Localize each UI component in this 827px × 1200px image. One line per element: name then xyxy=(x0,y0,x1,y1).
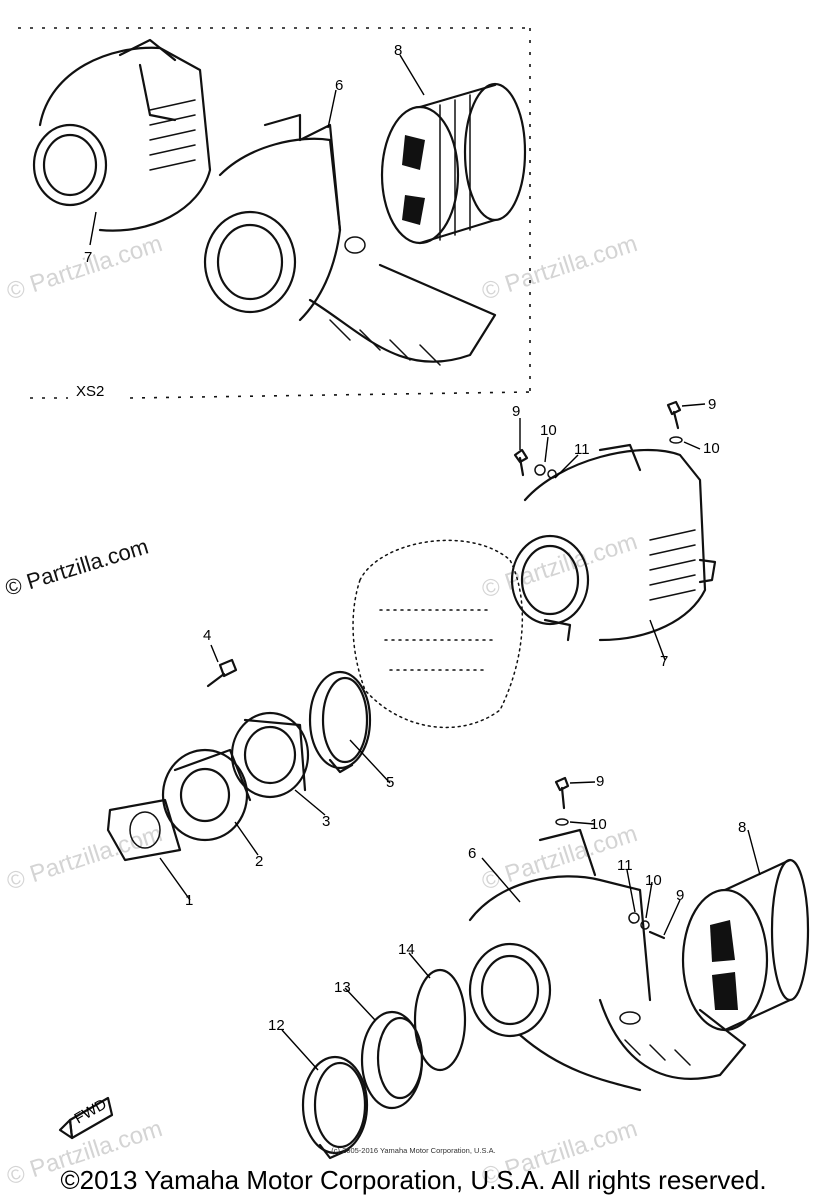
callout-3: 3 xyxy=(322,813,330,830)
air-cleaner-housing-main xyxy=(468,828,747,1092)
air-filter-element-main xyxy=(681,858,810,1032)
callout-8-bottom: 8 xyxy=(738,819,746,836)
gasket-1 xyxy=(106,798,182,862)
carburetor-outline xyxy=(352,539,524,729)
callout-6-bottom: 6 xyxy=(468,845,476,862)
o-ring-14 xyxy=(413,968,467,1072)
variant-label: XS2 xyxy=(76,383,104,400)
callout-9-d: 9 xyxy=(676,887,684,904)
bolt-4 xyxy=(206,658,238,688)
callout-10-d: 10 xyxy=(645,872,662,889)
callout-7-top: 7 xyxy=(84,249,92,266)
bolts-lower xyxy=(554,776,666,940)
callout-9-c: 9 xyxy=(596,773,604,790)
spacer-2 xyxy=(161,748,252,842)
joint-13 xyxy=(360,1010,424,1110)
watermark: © Partzilla.com xyxy=(479,528,641,604)
callout-1: 1 xyxy=(185,892,193,909)
callout-10-a: 10 xyxy=(540,422,557,439)
callout-7-mid: 7 xyxy=(660,653,668,670)
xs2-inset-border xyxy=(18,27,531,399)
air-cleaner-case-top xyxy=(32,38,212,232)
watermark-group: © Partzilla.com © Partzilla.com © Partzi… xyxy=(2,230,641,1191)
callout-2: 2 xyxy=(255,853,263,870)
air-cleaner-housing-top xyxy=(203,113,497,366)
clamp-12 xyxy=(301,1055,369,1160)
callout-9-b: 9 xyxy=(708,396,716,413)
callout-labels: 1 2 3 4 5 6 6 7 7 8 8 9 9 9 9 10 10 10 1… xyxy=(84,42,746,1034)
callout-10-c: 10 xyxy=(590,816,607,833)
callout-10-b: 10 xyxy=(703,440,720,457)
callout-14: 14 xyxy=(398,941,415,958)
callout-12: 12 xyxy=(268,1017,285,1034)
air-filter-element-top xyxy=(380,82,527,245)
callout-4: 4 xyxy=(203,627,211,644)
main-copyright: ©2013 Yamaha Motor Corporation, U.S.A. A… xyxy=(60,1165,767,1195)
watermark: © Partzilla.com xyxy=(479,230,641,306)
callout-13: 13 xyxy=(334,979,351,996)
callout-8-top: 8 xyxy=(394,42,402,59)
watermark-dark: © Partzilla.com xyxy=(2,534,151,601)
callout-11-a: 11 xyxy=(574,441,590,458)
leader-lines xyxy=(89,54,761,1071)
callout-5: 5 xyxy=(386,774,394,791)
air-cleaner-case-main xyxy=(510,443,717,642)
callout-9-a: 9 xyxy=(512,403,520,420)
clamp-5 xyxy=(308,670,372,774)
small-copyright: (c) 2005-2016 Yamaha Motor Corporation, … xyxy=(331,1146,496,1155)
bolts-upper xyxy=(513,400,683,479)
callout-11-b: 11 xyxy=(617,857,633,874)
callout-6-top: 6 xyxy=(335,77,343,94)
watermark: © Partzilla.com xyxy=(4,230,166,306)
